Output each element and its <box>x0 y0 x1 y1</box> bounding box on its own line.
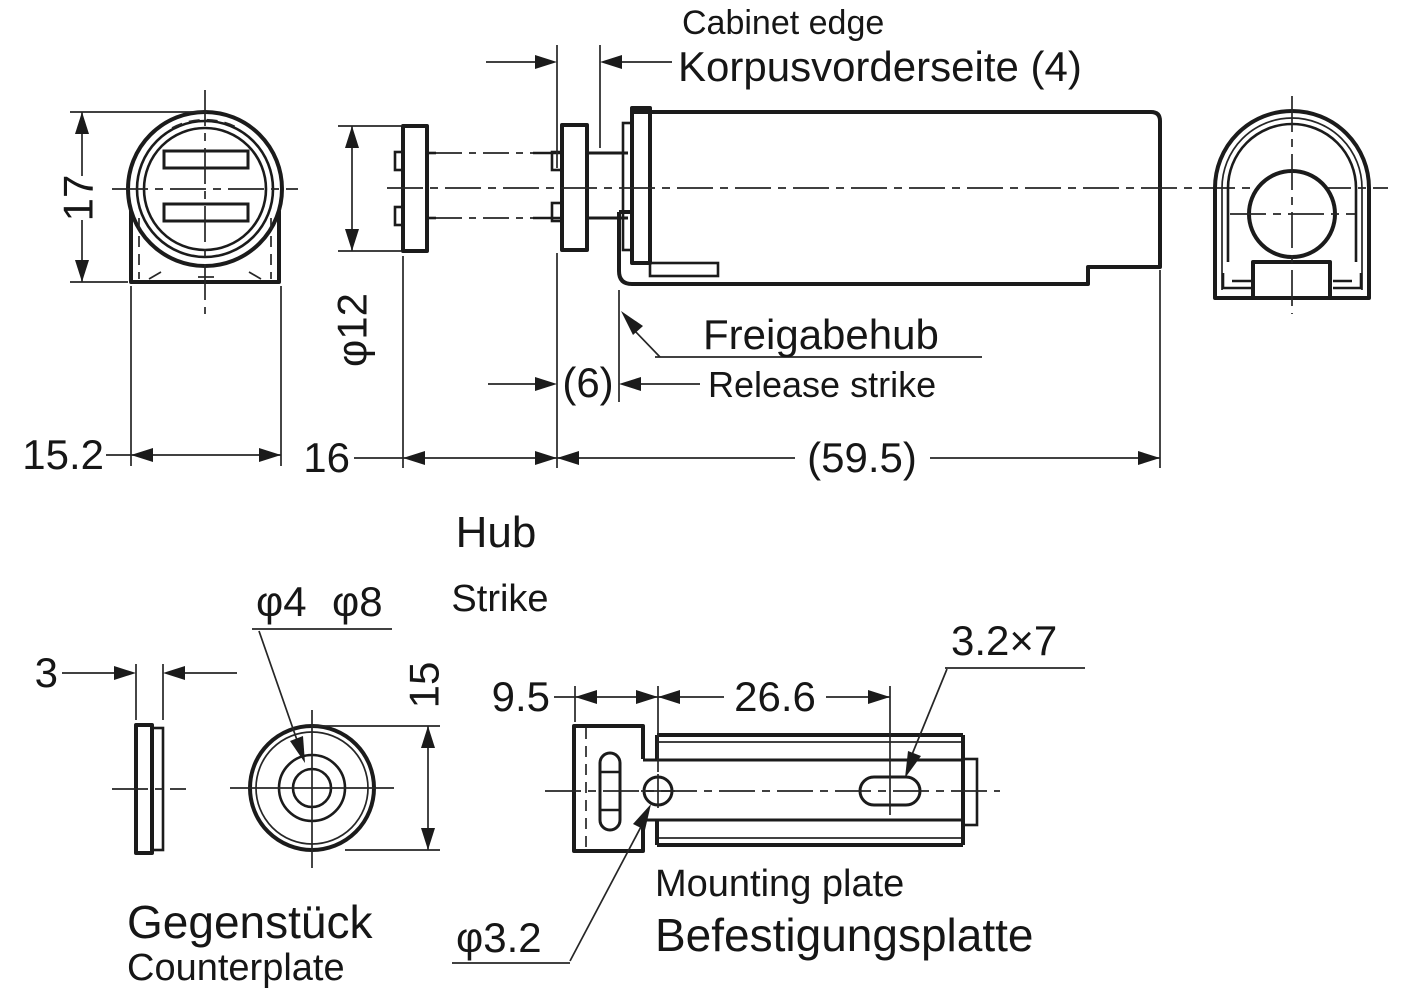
label-mounting-plate-en: Mounting plate <box>655 863 904 905</box>
counterplate-view: 3 φ4 φ8 15 Gegenstück Counterplate <box>35 578 448 989</box>
latch-body <box>617 110 1162 286</box>
label-cabinet-edge-de: Korpusvorderseite (4) <box>678 43 1082 90</box>
rear-clip-outer <box>1213 109 1371 300</box>
label-hub-en: Strike <box>451 578 548 620</box>
dim-counterplate-diameter: 15 <box>401 662 448 709</box>
label-release-en: Release strike <box>708 364 936 405</box>
dim-plate-offset: 9.5 <box>492 673 550 720</box>
dim-release-travel: (6) <box>562 359 613 406</box>
rear-view <box>1213 96 1371 314</box>
label-mounting-plate-de: Befestigungsplatte <box>655 909 1034 961</box>
dim-strike-diameter: φ12 <box>329 293 376 367</box>
dim-body-length: (59.5) <box>807 434 917 481</box>
dim-counterplate-hole-outer: φ8 <box>332 578 383 625</box>
plate-end-cap <box>961 757 979 827</box>
dim-counterplate-hole-inner: φ4 <box>256 578 307 625</box>
dim-hub-travel: 16 <box>303 434 350 481</box>
label-release-de: Freigabehub <box>703 311 939 358</box>
dim-front-width: 15.2 <box>22 431 104 478</box>
release-lever-foot <box>648 261 720 278</box>
dim-plate-hole-spacing: 26.6 <box>734 673 816 720</box>
hidden-arc <box>171 118 239 129</box>
dim-front-height: 17 <box>55 175 102 222</box>
dim-plate-hole-diameter: φ3.2 <box>456 914 542 961</box>
mounting-plate-view: 9.5 26.6 3.2×7 φ3.2 Mounting plate Befes… <box>452 617 1085 964</box>
label-counterplate-en: Counterplate <box>127 947 345 989</box>
mounting-bracket <box>572 724 645 853</box>
label-cabinet-edge-en: Cabinet edge <box>682 4 884 42</box>
front-view: 17 15.2 <box>22 90 298 478</box>
label-hub-de: Hub <box>456 508 537 557</box>
label-counterplate-de: Gegenstück <box>127 896 373 948</box>
dim-counterplate-thickness: 3 <box>35 649 58 696</box>
side-view: φ12 Cabinet edge Korpusvorderseite (4) (… <box>303 4 1388 620</box>
dim-plate-slot-size: 3.2×7 <box>951 617 1057 664</box>
